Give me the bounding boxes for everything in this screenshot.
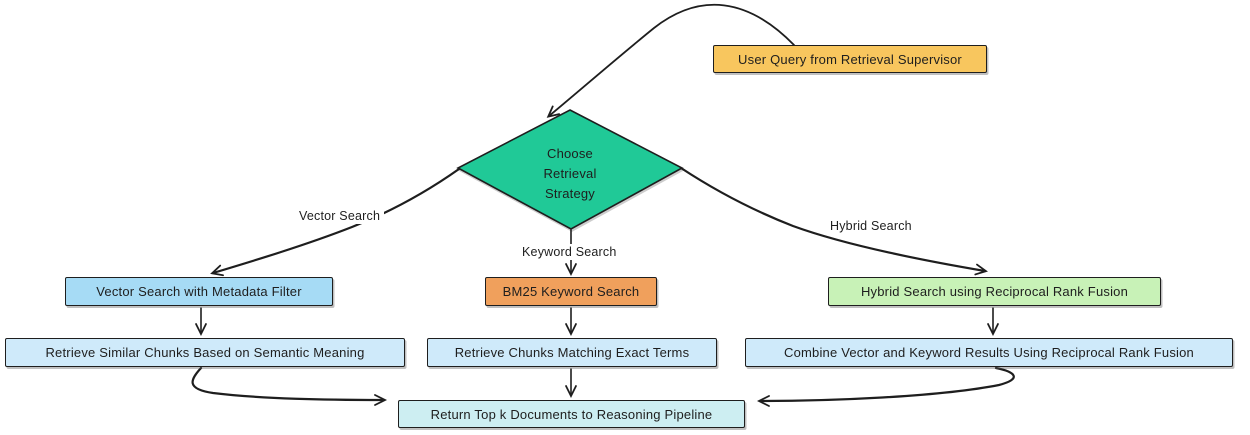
node-hybrid: Hybrid Search using Reciprocal Rank Fusi… bbox=[828, 277, 1161, 306]
node-combine-rrf: Combine Vector and Keyword Results Using… bbox=[745, 338, 1233, 367]
edge-decision-to-hybrid bbox=[679, 166, 988, 276]
edge-decision-to-vector bbox=[210, 167, 461, 277]
edge-combine-to-return bbox=[756, 366, 1015, 407]
node-retrieve-semantic: Retrieve Similar Chunks Based on Semanti… bbox=[5, 338, 405, 367]
node-retrieve-exact: Retrieve Chunks Matching Exact Terms bbox=[427, 338, 717, 367]
node-decision-label: Choose Retrieval Strategy bbox=[543, 146, 597, 202]
node-user-query: User Query from Retrieval Supervisor bbox=[713, 45, 987, 73]
node-vector-search: Vector Search with Metadata Filter bbox=[65, 277, 333, 306]
edge-label-vector-search: Vector Search bbox=[295, 208, 385, 224]
edge-retrieve-semantic-to-return bbox=[191, 366, 388, 406]
edge-label-hybrid-search: Hybrid Search bbox=[826, 218, 916, 234]
node-return-topk: Return Top k Documents to Reasoning Pipe… bbox=[398, 400, 745, 428]
edge-label-keyword-search: Keyword Search bbox=[518, 244, 621, 260]
edge-user-query-to-decision bbox=[546, 3, 795, 118]
decision-diamond bbox=[456, 109, 684, 230]
node-bm25: BM25 Keyword Search bbox=[485, 277, 657, 306]
